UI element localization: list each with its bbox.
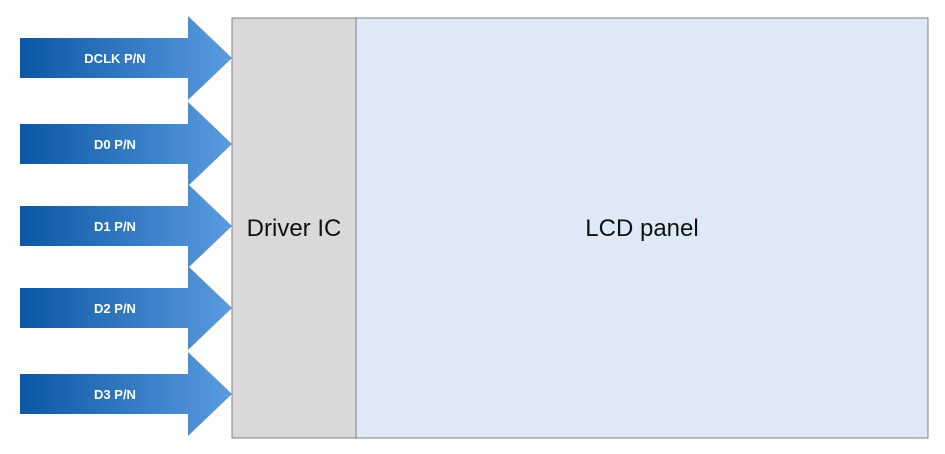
signal-arrow: D1 P/N	[20, 184, 232, 268]
signal-label: D2 P/N	[94, 301, 136, 316]
signal-label: D0 P/N	[94, 137, 136, 152]
driver-ic-label: Driver IC	[247, 215, 342, 242]
arrow-shape	[20, 184, 232, 268]
signal-arrows: DCLK P/N D0 P/N D1 P/N D2 P/N D3 P/N	[20, 16, 232, 436]
driver-ic-block	[231, 17, 357, 439]
arrow-shape	[20, 102, 232, 186]
lcd-panel-label: LCD panel	[585, 215, 698, 242]
signal-arrow: D0 P/N	[20, 102, 232, 186]
signal-arrow: D3 P/N	[20, 352, 232, 436]
signal-label: D3 P/N	[94, 387, 136, 402]
signal-arrow: D2 P/N	[20, 266, 232, 350]
signal-label: DCLK P/N	[84, 51, 145, 66]
signal-arrow: DCLK P/N	[20, 16, 232, 100]
lcd-panel-block	[355, 17, 929, 439]
arrow-shape	[20, 266, 232, 350]
arrow-shape	[20, 16, 232, 100]
arrow-shape	[20, 352, 232, 436]
signal-label: D1 P/N	[94, 219, 136, 234]
